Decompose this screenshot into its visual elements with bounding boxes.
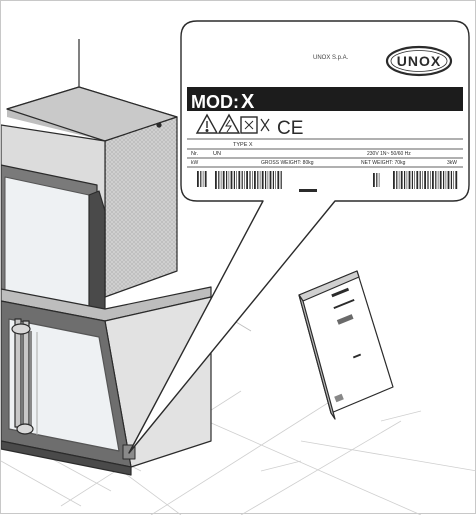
barcode-bar <box>246 171 248 189</box>
standard-mark-icon <box>240 116 258 134</box>
barcode-bar <box>218 171 220 189</box>
barcode-bar <box>376 173 378 187</box>
barcode-bar <box>265 171 267 189</box>
barcode-bar <box>252 171 253 189</box>
barcode-bar <box>254 171 256 189</box>
barcode-bar <box>197 171 199 187</box>
barcode-bar <box>411 171 413 189</box>
barcode-bar <box>272 171 274 189</box>
barcode-bar <box>424 171 426 189</box>
barcode-bar <box>450 171 452 189</box>
model-prefix: MOD: <box>191 92 239 112</box>
brand-logo: UNOX <box>385 45 453 77</box>
barcode-bar <box>259 171 261 189</box>
barcode-bar <box>414 171 415 189</box>
user-manual-book <box>298 270 394 420</box>
barcode-small-left <box>197 171 207 187</box>
barcode-bar <box>427 171 429 189</box>
net-weight: NET WEIGHT: 70kg <box>361 160 406 166</box>
barcode-bar <box>261 171 264 189</box>
barcode-right <box>393 171 458 189</box>
electric-hazard-icon <box>217 113 241 134</box>
barcode-bar <box>275 171 276 189</box>
barcode-bar <box>228 171 230 189</box>
barcode-bar <box>269 171 272 189</box>
barcode-bar <box>378 173 380 187</box>
barcode-bar <box>204 171 207 187</box>
barcode-bar <box>416 171 419 189</box>
barcode-bar <box>257 171 259 189</box>
barcode-bar <box>222 171 225 189</box>
gross-weight: GROSS WEIGHT: 80kg <box>261 160 314 166</box>
model-band <box>187 87 463 111</box>
barcode-bar <box>226 171 228 189</box>
barcode-bar <box>422 171 423 189</box>
barcode-bar <box>200 171 202 187</box>
barcode-bar <box>408 171 411 189</box>
callout-bubble <box>128 20 470 454</box>
barcode-bar <box>244 171 245 189</box>
type-label: TYPE X <box>233 142 253 148</box>
barcode-bar <box>398 171 400 189</box>
power-label: kW <box>191 160 199 166</box>
barcode-bar <box>241 171 243 189</box>
lower-cabinet <box>1 286 212 476</box>
barcode-bar <box>455 171 458 189</box>
barcode-bar <box>430 171 431 189</box>
barcode-left <box>215 171 282 189</box>
ce-mark: CE <box>277 118 303 139</box>
barcode-bar <box>406 171 408 189</box>
barcode-bar <box>277 171 280 189</box>
barcode-bar <box>447 171 450 189</box>
upper-oven <box>1 86 178 334</box>
model-value: X <box>241 91 255 113</box>
electrical-spec: 230V 1N~ 50/60 Hz <box>367 151 411 157</box>
barcode-bar <box>202 171 204 187</box>
barcode-bar <box>233 171 235 189</box>
barcode-bar <box>238 171 241 189</box>
safety-symbols <box>195 113 270 134</box>
barcode-bar <box>220 171 222 189</box>
barcode-bar <box>393 171 395 189</box>
barcode-bar <box>400 171 403 189</box>
barcode-bar <box>443 171 445 189</box>
barcode-bar <box>437 171 439 189</box>
barcode-bar <box>419 171 421 189</box>
serial-value: UN <box>213 151 221 157</box>
barcode-bar <box>373 173 375 187</box>
rating-plate: UNOX S.p.A. UNOX MOD: X CE TYPE X Nr. UN <box>187 45 463 192</box>
barcode-bar <box>230 171 233 189</box>
brand-name: UNOX <box>397 53 441 69</box>
barcode-bar <box>267 171 269 189</box>
company-name: UNOX S.p.A. <box>313 55 349 61</box>
barcode-bar <box>396 171 398 189</box>
barcode-caption-mark <box>299 189 317 192</box>
serial-label: Nr. <box>191 151 199 157</box>
barcode-bar <box>439 171 442 189</box>
barcode-bar <box>453 171 454 189</box>
power-value: 3kW <box>447 160 457 166</box>
warning-triangle-icon <box>195 113 219 134</box>
barcode-bar <box>249 171 251 189</box>
barcode-bar <box>404 171 406 189</box>
barcode-bar <box>445 171 447 189</box>
barcode-bar <box>236 171 237 189</box>
weee-bin-icon <box>260 118 270 132</box>
barcode-bar <box>435 171 437 189</box>
barcode-bar <box>280 171 282 189</box>
barcode-bar <box>215 171 217 189</box>
barcode-bar <box>432 171 434 189</box>
barcode-small-right <box>373 173 380 187</box>
